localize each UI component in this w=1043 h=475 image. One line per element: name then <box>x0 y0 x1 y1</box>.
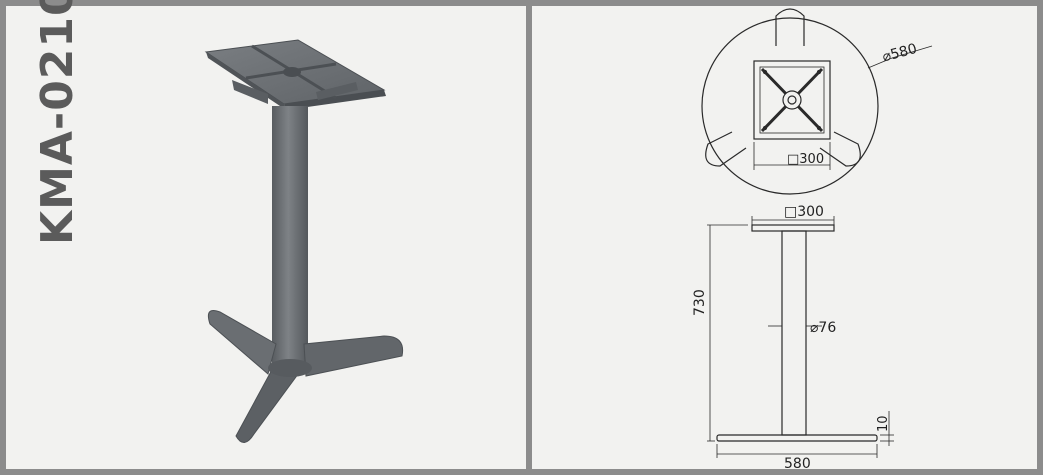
dim-top-plate-top-view: □300 <box>787 152 824 167</box>
product-code: KMA-0210 <box>32 0 83 245</box>
product-photo-panel <box>6 6 526 469</box>
base-legs <box>207 310 404 443</box>
dim-top-plate-side-view: □300 <box>784 204 824 220</box>
dim-base-thickness: 10 <box>876 415 891 432</box>
panel-divider <box>526 0 532 475</box>
technical-drawing: □300 ⌀580 □300 <box>692 8 933 472</box>
dim-base-diameter: ⌀580 <box>881 41 919 66</box>
dim-base-width: 580 <box>784 456 811 469</box>
dim-height: 730 <box>692 289 708 316</box>
column <box>272 106 308 374</box>
table-base-render <box>204 39 404 443</box>
top-plate <box>204 39 386 110</box>
dim-column-diameter: ⌀76 <box>810 320 836 336</box>
side-view <box>707 216 894 458</box>
technical-drawing-panel: □300 ⌀580 □300 <box>532 6 1037 472</box>
top-view <box>701 8 933 195</box>
